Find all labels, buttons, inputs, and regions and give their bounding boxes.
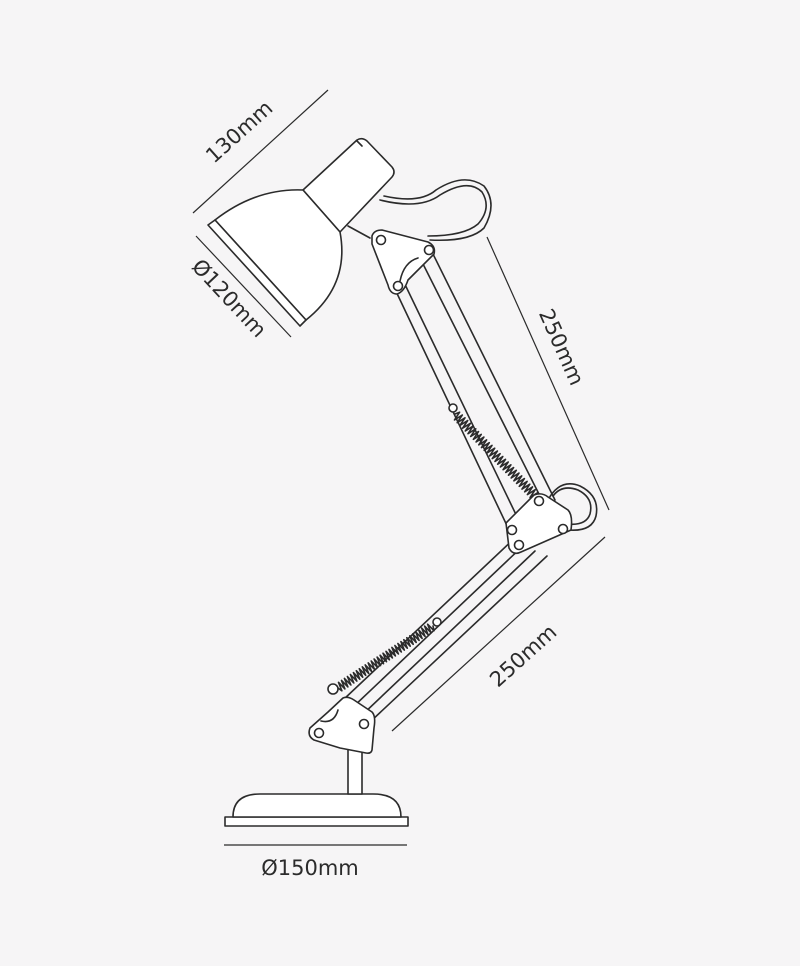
lower-arm-length-label: 250mm xyxy=(485,620,561,692)
base-diameter-label: Ø150mm xyxy=(261,856,359,880)
upper-spring xyxy=(448,403,539,499)
lamp-shade xyxy=(207,137,395,327)
head-bracket xyxy=(371,179,492,295)
upper-arm-length-label: 250mm xyxy=(534,305,589,389)
lower-arm xyxy=(342,534,548,723)
lamp-base xyxy=(224,747,409,827)
elbow-joint xyxy=(505,483,598,555)
dimension-lines xyxy=(192,89,610,846)
shade-length-label: 130mm xyxy=(201,96,277,168)
lower-spring xyxy=(337,617,442,692)
base-joint xyxy=(308,683,376,754)
upper-arm xyxy=(383,251,556,533)
